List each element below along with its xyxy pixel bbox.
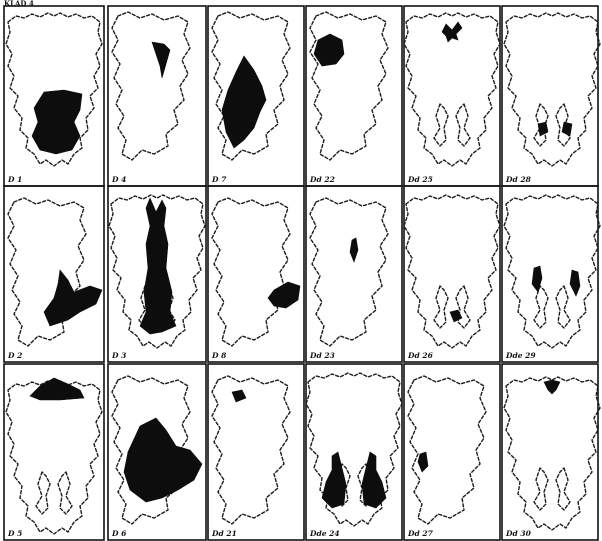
cell-row3-col4: Dde 24 <box>306 364 402 540</box>
cell-row1-col2: D 4 <box>108 6 206 186</box>
cell-label: Dd 23 <box>309 351 335 360</box>
blot-top-notch <box>544 380 560 394</box>
blot-bottom-dot-left <box>538 122 548 136</box>
cell-label: Dd 21 <box>211 529 237 538</box>
cell-row3-col5: Dd 27 <box>404 364 500 540</box>
cell-label: Dde 29 <box>505 351 536 360</box>
blot-paired-side-left <box>532 266 542 292</box>
cell-row2-col4: Dd 23 <box>306 186 402 362</box>
cell-label: Dd 25 <box>407 175 433 184</box>
cell-label: Dd 26 <box>407 351 434 360</box>
cell-label: D 1 <box>7 175 22 184</box>
blot-paired-bottom-right <box>362 452 386 508</box>
cell-row1-col4: Dd 22 <box>306 6 402 186</box>
blot-upper-left-dot <box>232 390 246 402</box>
cell-label: D 7 <box>211 175 227 184</box>
blot-lower-center <box>32 90 82 154</box>
cell-row3-col1: D 5 <box>4 364 104 540</box>
cell-label: D 6 <box>111 529 127 538</box>
cell-label: D 8 <box>211 351 227 360</box>
blot-paired-side-right <box>570 270 580 296</box>
blot-central-column <box>140 198 176 334</box>
blot-bottom-dot-right <box>562 122 572 136</box>
cell-label: Dd 27 <box>407 529 434 538</box>
cell-row1-col6: Dd 28 <box>502 6 600 186</box>
blot-upper-small <box>152 42 170 78</box>
cell-row2-col5: Dd 26 <box>404 186 500 362</box>
blot-large-lower-left <box>124 418 202 502</box>
cell-label: D 4 <box>111 175 126 184</box>
blot-small-left-dot <box>418 452 428 472</box>
cell-row2-col2: D 3 <box>108 186 206 362</box>
blot-central-line-dot <box>350 238 358 262</box>
cell-label: D 5 <box>7 529 22 538</box>
cell-label: D 2 <box>7 351 22 360</box>
cell-row3-col6: Dd 30 <box>502 364 600 540</box>
blot-top-cap <box>30 378 84 400</box>
cell-row1-col3: D 7 <box>208 6 304 186</box>
cell-row3-col3: Dd 21 <box>208 364 304 540</box>
cell-label: Dd 30 <box>505 529 532 538</box>
cell-row3-col2: D 6 <box>108 364 206 540</box>
cell-row1-col5: Dd 25 <box>404 6 500 186</box>
cell-label: Dd 28 <box>505 175 532 184</box>
blot-lower-wing <box>44 270 102 326</box>
cell-row1-col1: D 1 <box>4 6 104 186</box>
cell-label: Dd 22 <box>309 175 335 184</box>
blot-large-left <box>222 56 266 148</box>
blot-paired-bottom-left <box>322 452 346 508</box>
cell-row2-col6: Dde 29 <box>502 186 600 362</box>
blot-top-center <box>442 22 462 42</box>
blot-right-small <box>268 282 300 308</box>
cell-label: Dde 24 <box>309 529 340 538</box>
cell-row2-col3: D 8 <box>208 186 304 362</box>
cell-label: D 3 <box>111 351 126 360</box>
cell-row2-col1: D 2 <box>4 186 104 362</box>
blot-upper-left <box>314 34 344 66</box>
